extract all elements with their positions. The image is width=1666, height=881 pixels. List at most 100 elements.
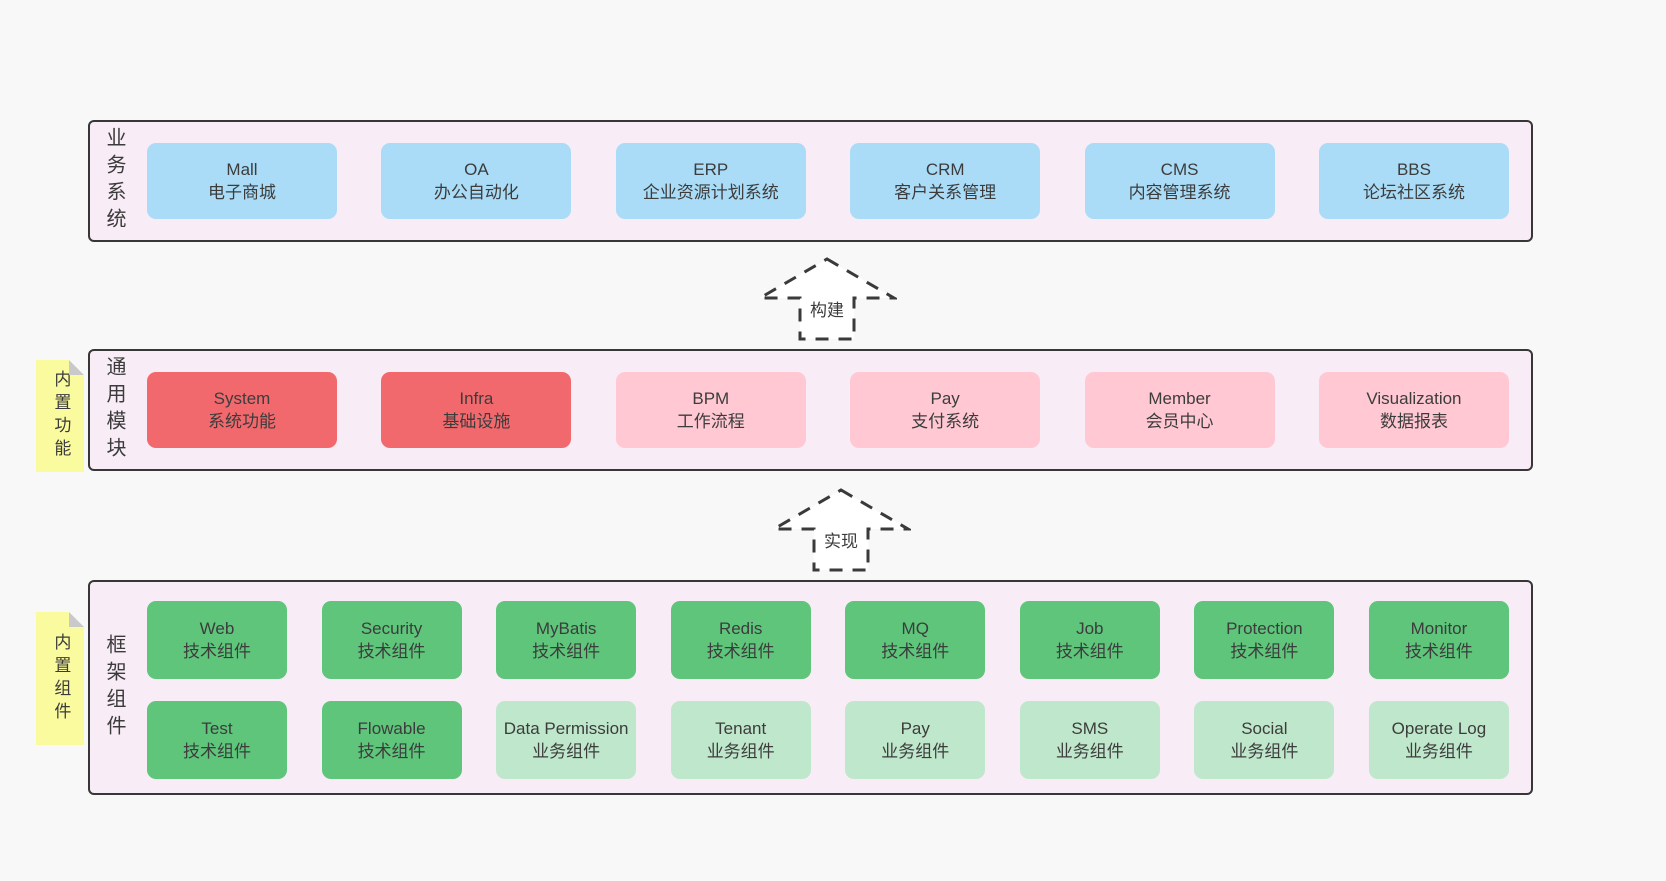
box-mall: Mall 电子商城 (147, 143, 337, 219)
implement-arrow: 实现 (771, 487, 911, 573)
box-flowable: Flowable 技术组件 (321, 701, 462, 779)
box-title: Redis (718, 619, 763, 638)
implement-arrow-label: 实现 (821, 527, 861, 552)
box-web: Web 技术组件 (147, 601, 287, 679)
box-title: Protection (1226, 619, 1303, 638)
section-label-modules: 通用模块 (103, 356, 125, 464)
box-subtitle: 内容管理系统 (1128, 183, 1231, 202)
box-title: Member (1148, 389, 1211, 408)
framework-components-section: 框架组件 Web 技术组件 Security 技术组件 MyBatis 技术组件… (88, 580, 1533, 795)
box-title: BPM (692, 389, 730, 408)
box-subtitle: 电子商城 (208, 183, 276, 202)
box-title: Social (1241, 719, 1288, 738)
box-title: Mall (226, 160, 258, 179)
box-member: Member 会员中心 (1084, 372, 1275, 448)
box-subtitle: 技术组件 (706, 642, 775, 661)
box-subtitle: 工作流程 (676, 412, 745, 431)
box-subtitle: 技术组件 (1230, 642, 1299, 661)
box-title: Monitor (1410, 619, 1468, 638)
box-title: CRM (925, 160, 965, 179)
box-title: Job (1076, 619, 1104, 638)
box-subtitle: 数据报表 (1379, 412, 1448, 431)
business-box-row: Mall 电子商城 OA 办公自动化 ERP 企业资源计划系统 CRM 客户关系… (147, 122, 1509, 240)
business-systems-section: 业务系统 Mall 电子商城 OA 办公自动化 ERP 企业资源计划系统 CRM… (88, 120, 1533, 242)
modules-box-row: System 系统功能 Infra 基础设施 BPM 工作流程 Pay 支付系统… (147, 351, 1509, 469)
box-subtitle: 企业资源计划系统 (642, 183, 779, 202)
note-label-features: 内置功能 (51, 370, 71, 462)
box-pay-component: Pay 业务组件 (845, 701, 986, 779)
box-test: Test 技术组件 (147, 701, 287, 779)
box-subtitle: 技术组件 (357, 642, 426, 661)
note-fold-corner-icon (69, 612, 84, 627)
section-label-wrap: 业务系统 (103, 122, 125, 240)
box-subtitle: 支付系统 (911, 412, 980, 431)
box-subtitle: 论坛社区系统 (1362, 183, 1465, 202)
box-subtitle: 客户关系管理 (894, 183, 997, 202)
box-title: Security (360, 619, 423, 638)
box-title: SMS (1071, 719, 1109, 738)
build-arrow-label: 构建 (807, 296, 847, 321)
box-subtitle: 业务组件 (706, 742, 775, 761)
box-oa: OA 办公自动化 (381, 143, 572, 219)
box-bpm: BPM 工作流程 (615, 372, 806, 448)
box-subtitle: 业务组件 (532, 742, 601, 761)
box-subtitle: 基础设施 (442, 412, 511, 431)
box-erp: ERP 企业资源计划系统 (615, 143, 806, 219)
box-subtitle: 业务组件 (1230, 742, 1299, 761)
box-title: Test (201, 719, 233, 738)
build-arrow: 构建 (757, 256, 897, 342)
box-subtitle: 业务组件 (1404, 742, 1473, 761)
box-title: Visualization (1366, 389, 1462, 408)
box-title: Operate Log (1391, 719, 1487, 738)
note-fold-corner-icon (69, 360, 84, 375)
box-sms: SMS 业务组件 (1019, 701, 1160, 779)
box-title: Pay (930, 389, 960, 408)
section-label-wrap: 通用模块 (103, 351, 125, 469)
box-crm: CRM 客户关系管理 (850, 143, 1041, 219)
box-data-permission: Data Permission 业务组件 (496, 701, 637, 779)
box-subtitle: 技术组件 (881, 642, 950, 661)
box-redis: Redis 技术组件 (670, 601, 811, 679)
note-label-components: 内置组件 (51, 632, 71, 725)
box-mq: MQ 技术组件 (845, 601, 986, 679)
box-subtitle: 业务组件 (1055, 742, 1124, 761)
box-title: Pay (900, 719, 930, 738)
box-title: Data Permission (503, 719, 629, 738)
box-title: Tenant (715, 719, 767, 738)
box-subtitle: 办公自动化 (433, 183, 519, 202)
box-title: OA (464, 160, 489, 179)
box-social: Social 业务组件 (1194, 701, 1335, 779)
box-monitor: Monitor 技术组件 (1368, 601, 1509, 679)
section-label-wrap: 框架组件 (103, 582, 125, 793)
framework-box-row-2: Test 技术组件 Flowable 技术组件 Data Permission … (147, 701, 1509, 779)
box-title: MyBatis (535, 619, 597, 638)
box-job: Job 技术组件 (1019, 601, 1160, 679)
box-subtitle: 技术组件 (183, 642, 251, 661)
box-subtitle: 技术组件 (532, 642, 601, 661)
box-title: MQ (901, 619, 929, 638)
box-subtitle: 技术组件 (357, 742, 426, 761)
box-mybatis: MyBatis 技术组件 (496, 601, 637, 679)
box-subtitle: 技术组件 (1055, 642, 1124, 661)
box-system: System 系统功能 (147, 372, 337, 448)
box-title: Infra (459, 389, 494, 408)
sticky-note-built-in-features: 内置功能 (36, 360, 84, 472)
box-tenant: Tenant 业务组件 (670, 701, 811, 779)
box-title: System (213, 389, 271, 408)
box-title: Flowable (357, 719, 426, 738)
section-label-framework: 框架组件 (103, 633, 125, 742)
box-bbs: BBS 论坛社区系统 (1318, 143, 1509, 219)
sticky-note-built-in-components: 内置组件 (36, 612, 84, 745)
box-infra: Infra 基础设施 (381, 372, 572, 448)
box-security: Security 技术组件 (321, 601, 462, 679)
framework-box-row-1: Web 技术组件 Security 技术组件 MyBatis 技术组件 Redi… (147, 601, 1509, 679)
box-cms: CMS 内容管理系统 (1084, 143, 1275, 219)
box-subtitle: 会员中心 (1145, 412, 1214, 431)
box-visualization: Visualization 数据报表 (1318, 372, 1509, 448)
box-title: BBS (1396, 160, 1431, 179)
box-pay-module: Pay 支付系统 (850, 372, 1041, 448)
box-operate-log: Operate Log 业务组件 (1368, 701, 1509, 779)
box-title: Web (199, 619, 235, 638)
box-subtitle: 系统功能 (208, 412, 276, 431)
box-subtitle: 技术组件 (1404, 642, 1473, 661)
